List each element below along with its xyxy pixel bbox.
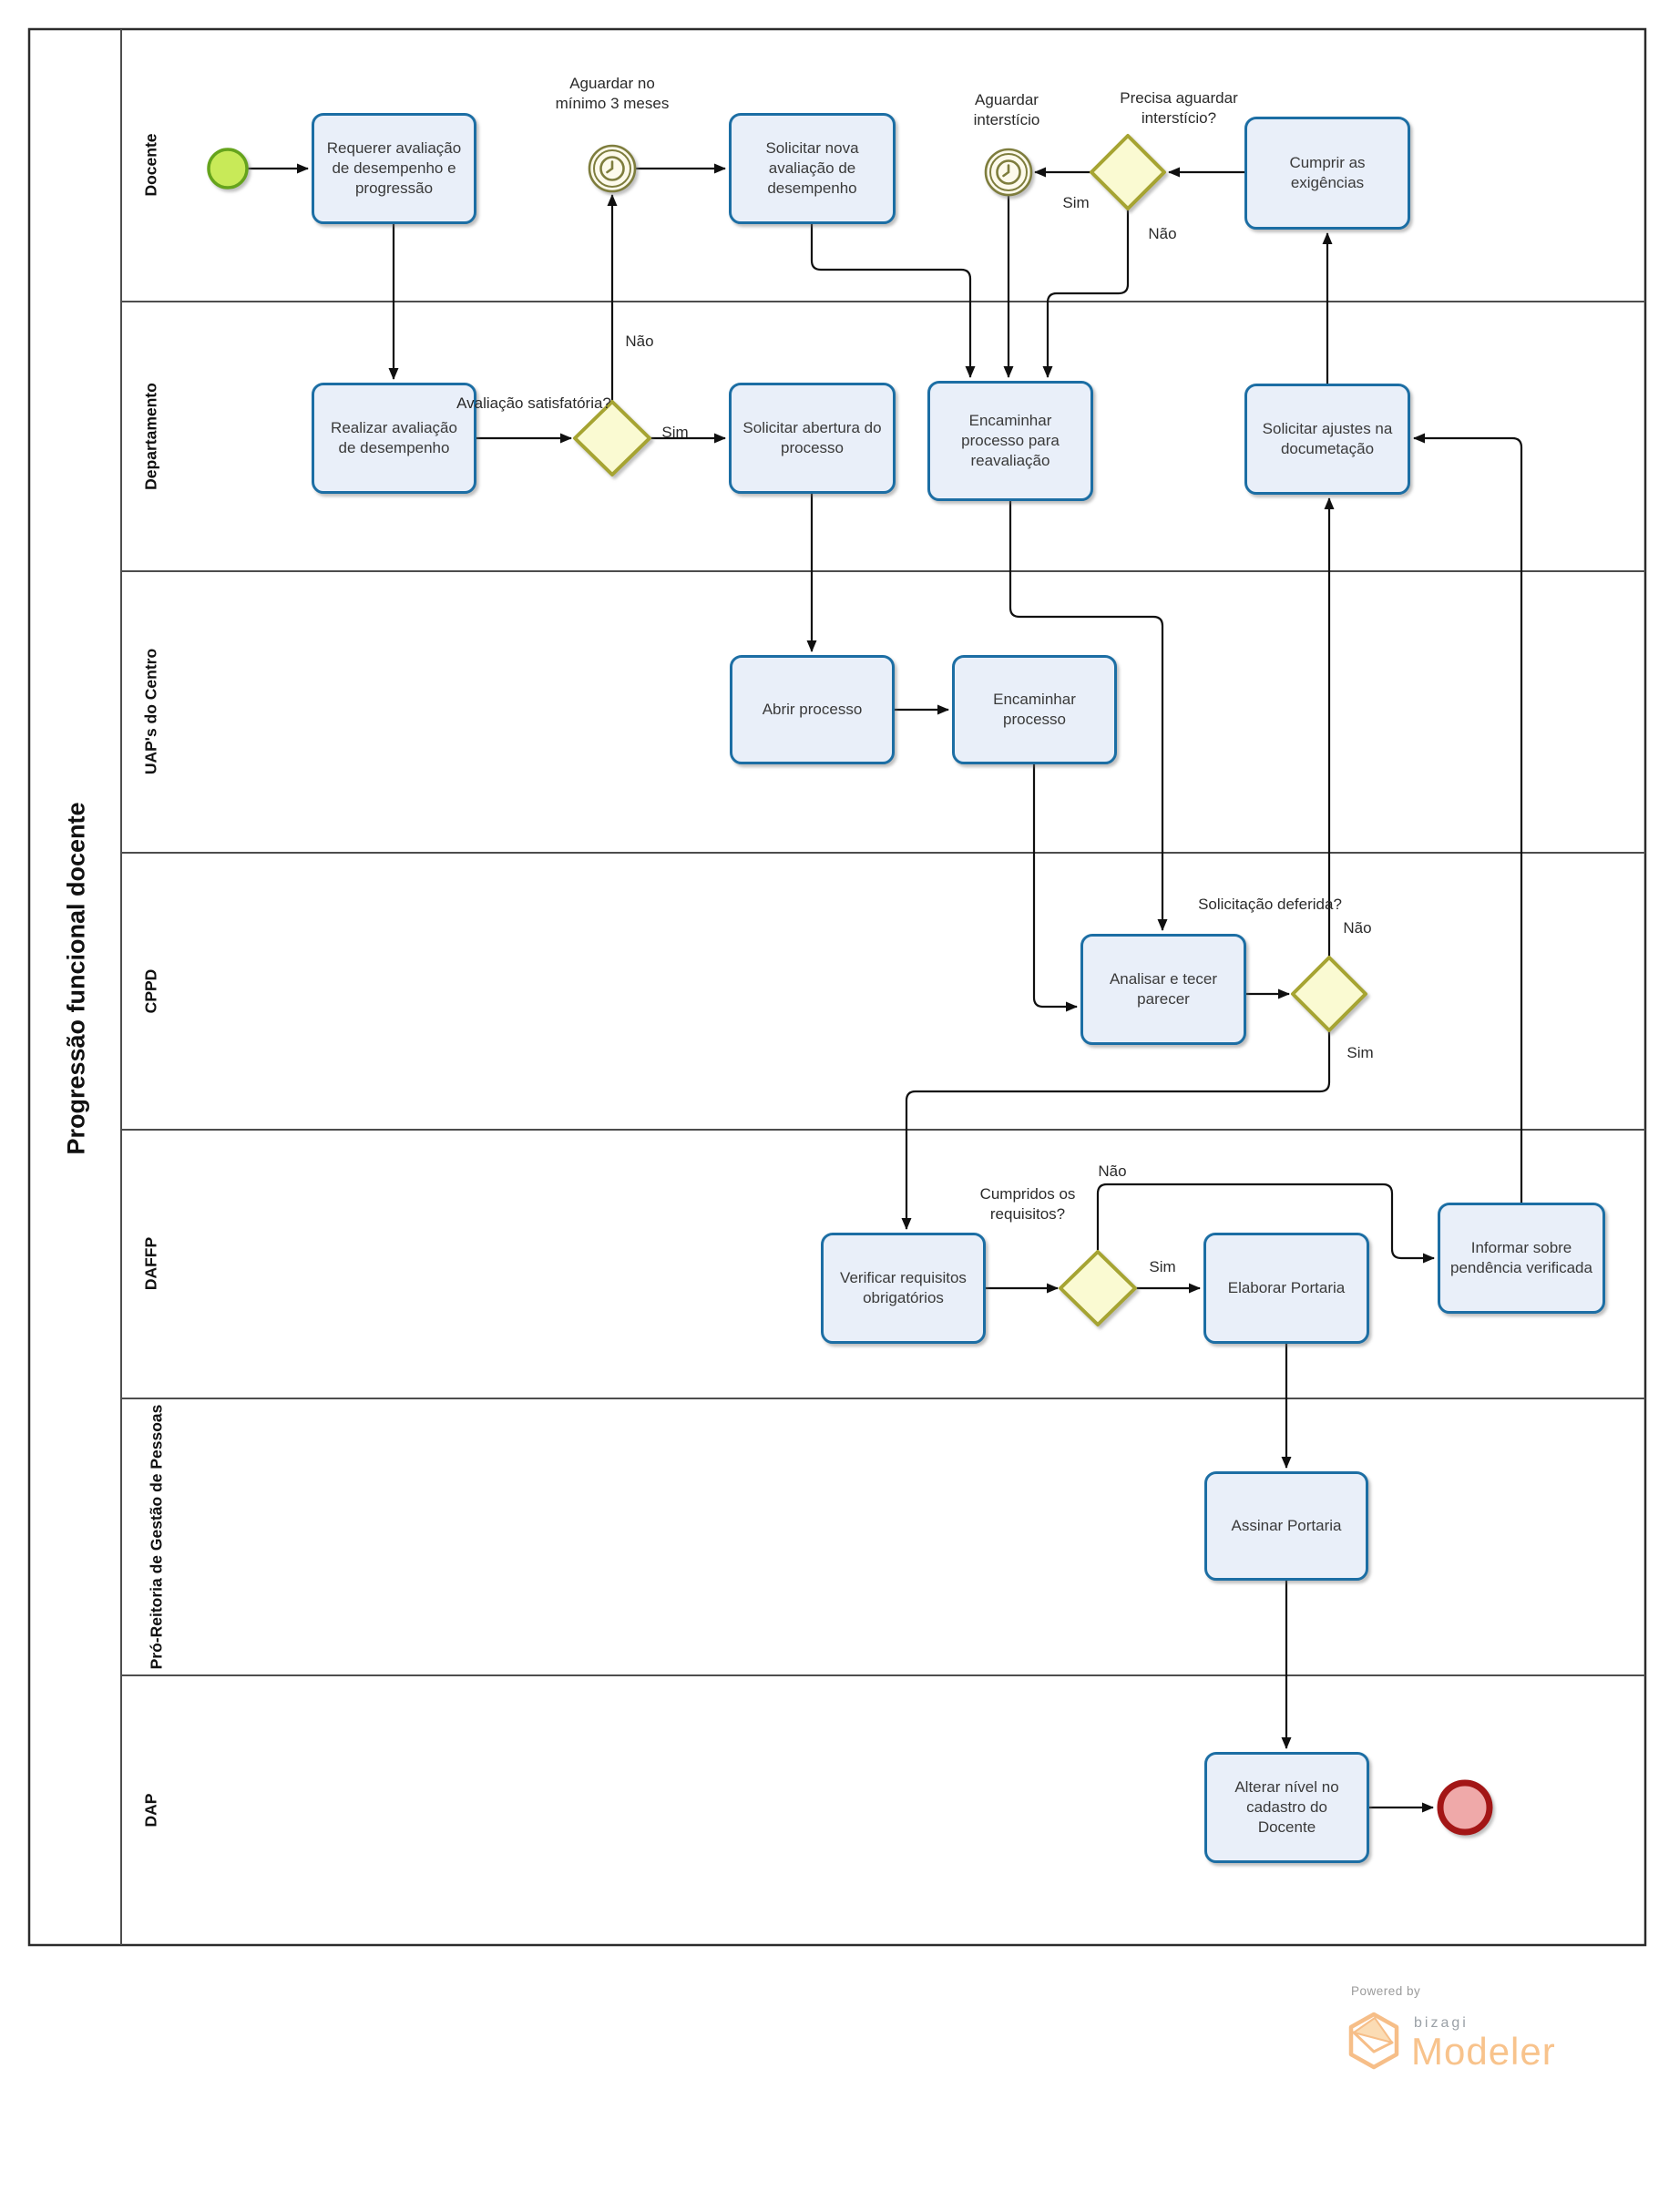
flow-label-intersticio-sim: Sim — [1062, 194, 1090, 211]
flow-label-avaliacao-sim: Sim — [661, 424, 689, 441]
flow-gw-intersticio-nao-reavaliacao — [1042, 209, 1130, 378]
lane-label-pro-reitoria: Pró-Reitoria de Gestão de Pessoas — [147, 1404, 166, 1670]
flow-gw-deferida-sim-verificar — [901, 1030, 1331, 1230]
lane-label-docente: Docente — [141, 133, 160, 197]
task-alterar-nivel[interactable]: Alterar nível no cadastro do Docente — [1204, 1752, 1369, 1863]
flow-gw-cumpridos-nao-informar — [1096, 1183, 1435, 1264]
bizagi-wordmark: bizagi — [1414, 2015, 1469, 2031]
timer-intersticio-label: Aguardar interstício — [973, 90, 1040, 128]
flow-label-cumpridos-nao: Não — [1098, 1162, 1127, 1180]
gateway-question-avaliacao: Avaliação satisfatória? — [456, 394, 611, 412]
gateway-cumpridos-requisitos[interactable] — [1059, 1250, 1137, 1326]
lane-label-departamento: Departamento — [141, 383, 160, 490]
bizagi-logo-icon — [1348, 2012, 1399, 2070]
gateway-question-intersticio: Precisa aguardar interstício? — [1120, 88, 1238, 127]
timer-event-intersticio[interactable] — [984, 148, 1033, 197]
timer-event-minimo-3-meses[interactable] — [588, 144, 637, 193]
task-realizar-avaliacao[interactable]: Realizar avaliação de desempenho — [312, 383, 476, 494]
gateway-question-cumpridos: Cumpridos os requisitos? — [979, 1184, 1076, 1223]
timer-minimo-label: Aguardar no mínimo 3 meses — [555, 74, 670, 112]
task-analisar-parecer[interactable]: Analisar e tecer parecer — [1080, 934, 1246, 1045]
task-requerer-avaliacao[interactable]: Requerer avaliação de desempenho e progr… — [312, 113, 476, 224]
gateway-precisa-aguardar-intersticio[interactable] — [1090, 134, 1166, 210]
task-assinar-portaria[interactable]: Assinar Portaria — [1204, 1471, 1368, 1581]
task-verificar-requisitos[interactable]: Verificar requisitos obrigatórios — [821, 1233, 986, 1344]
pool-frame — [27, 27, 1647, 1947]
flow-label-avaliacao-nao: Não — [625, 333, 654, 350]
gateway-avaliacao-satisfatoria[interactable] — [573, 400, 651, 476]
flow-label-deferida-nao: Não — [1343, 919, 1372, 937]
pool-title: Progressão funcional docente — [62, 802, 90, 1155]
lane-label-uaps-centro: UAP's do Centro — [141, 648, 160, 775]
lane-label-cppd: CPPD — [141, 968, 160, 1014]
flow-label-cumpridos-sim: Sim — [1149, 1258, 1176, 1275]
task-cumprir-exigencias[interactable]: Cumprir as exigências — [1244, 117, 1410, 230]
lane-label-daffp: DAFFP — [141, 1236, 160, 1291]
flow-label-deferida-sim: Sim — [1346, 1044, 1374, 1061]
clock-icon — [606, 160, 614, 174]
modeler-wordmark: Modeler — [1411, 2030, 1556, 2073]
task-elaborar-portaria[interactable]: Elaborar Portaria — [1203, 1233, 1369, 1344]
flow-encaminhar-analisar — [1032, 764, 1078, 1012]
flow-informar-ajustes — [1413, 433, 1523, 1203]
task-encaminhar-processo[interactable]: Encaminhar processo — [952, 655, 1117, 764]
task-encaminhar-reavaliacao[interactable]: Encaminhar processo para reavaliação — [927, 381, 1093, 501]
end-event[interactable] — [1437, 1779, 1493, 1836]
powered-by-label: Powered by — [1351, 1984, 1421, 1998]
clock-icon — [1002, 164, 1010, 178]
task-abrir-processo[interactable]: Abrir processo — [730, 655, 895, 764]
gateway-question-deferida: Solicitação deferida? — [1198, 895, 1342, 913]
flow-reavaliacao-analisar — [1009, 501, 1168, 931]
gateway-solicitacao-deferida[interactable] — [1291, 956, 1367, 1032]
task-solicitar-nova-avaliacao[interactable]: Solicitar nova avaliação de desempenho — [729, 113, 896, 224]
sequence-flows — [247, 163, 1523, 1813]
task-solicitar-ajustes[interactable]: Solicitar ajustes na documetação — [1244, 384, 1410, 495]
start-event[interactable] — [207, 148, 249, 189]
task-solicitar-abertura[interactable]: Solicitar abertura do processo — [729, 383, 896, 494]
lane-label-dap: DAP — [141, 1793, 160, 1828]
flow-label-intersticio-nao: Não — [1148, 225, 1177, 242]
flow-solicitarnova-reavaliacao — [810, 224, 976, 378]
task-informar-pendencia[interactable]: Informar sobre pendência verificada — [1438, 1203, 1605, 1314]
